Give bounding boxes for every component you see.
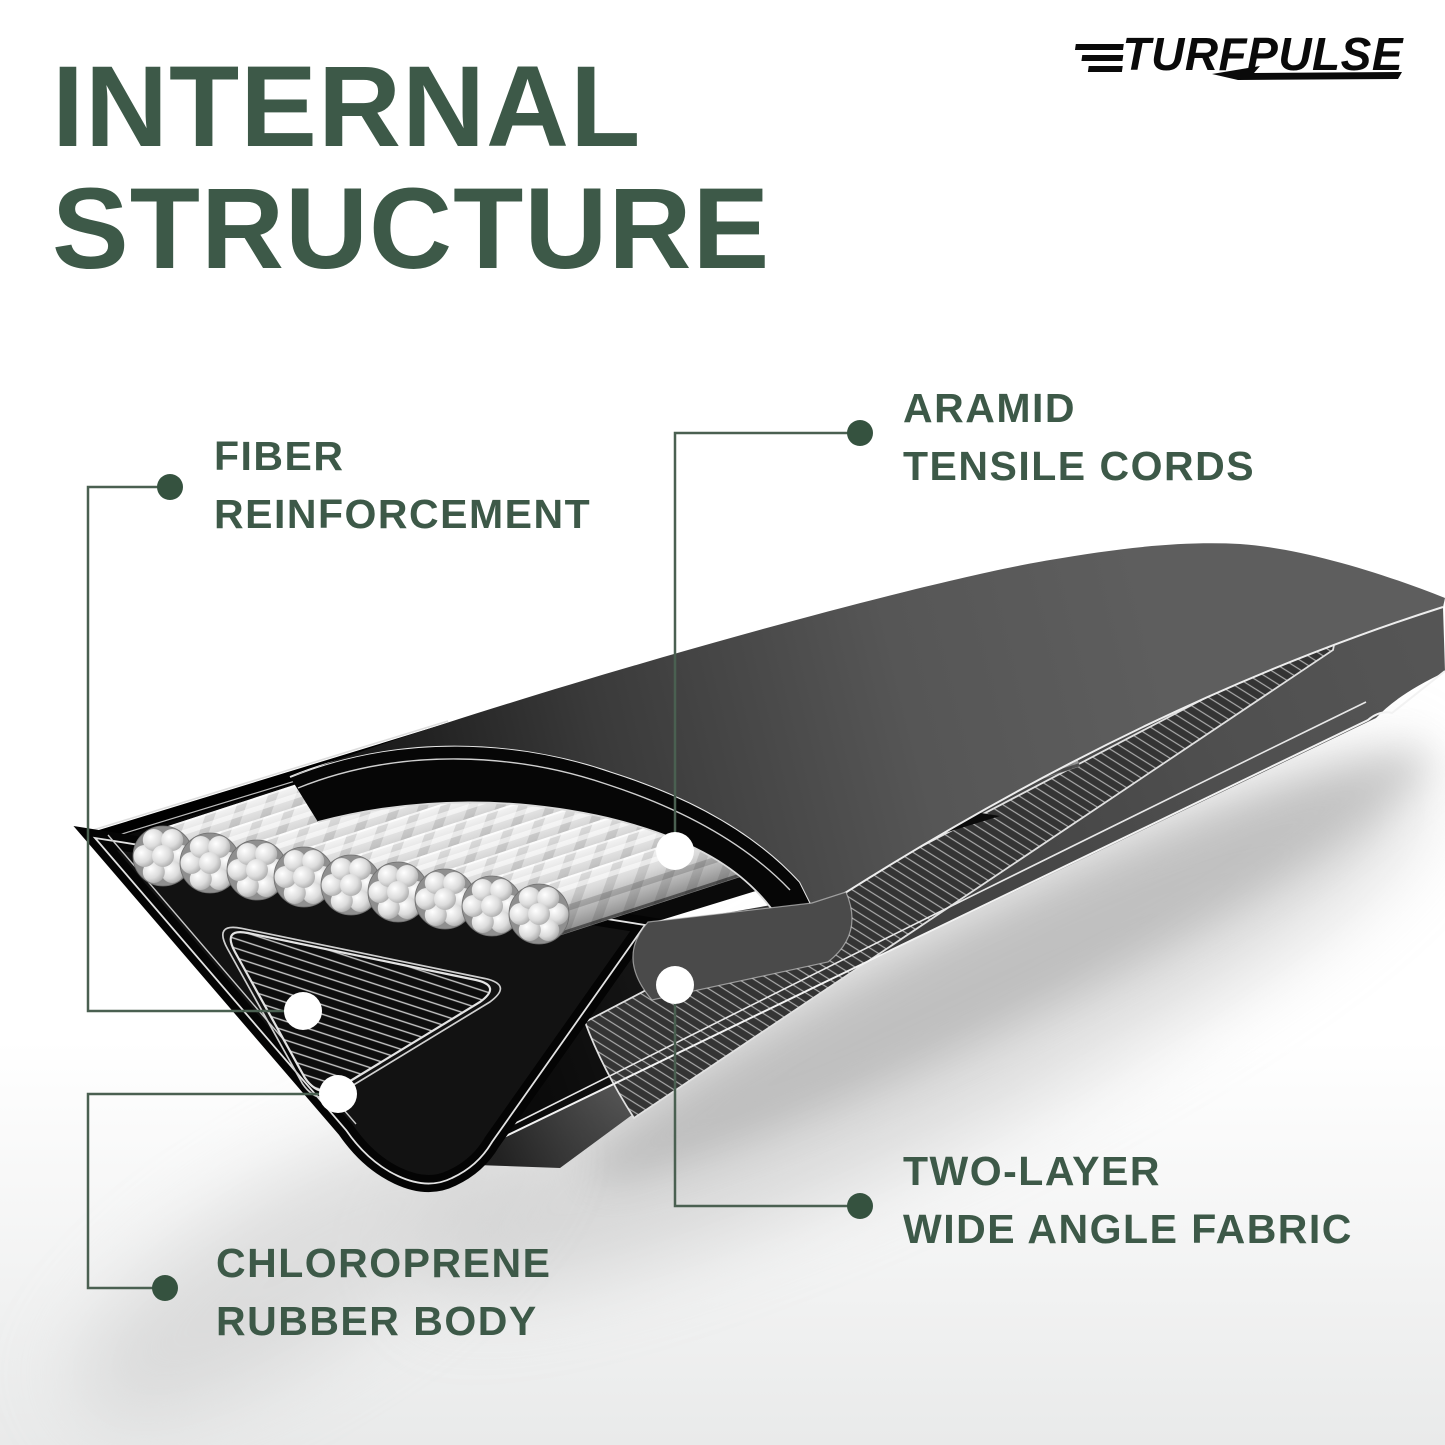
target-dot-chloroprene bbox=[319, 1075, 357, 1113]
label-fiber-line1: FIBER bbox=[214, 433, 345, 479]
label-fiber-line2: REINFORCEMENT bbox=[214, 491, 591, 537]
belt-top-face bbox=[290, 543, 1445, 906]
label-dot-chloroprene bbox=[152, 1275, 178, 1301]
page-title-line1: INTERNAL bbox=[52, 43, 641, 171]
belt-body bbox=[73, 543, 1445, 1192]
callout-line-two-layer bbox=[673, 985, 860, 1208]
callout-target-dots bbox=[284, 832, 694, 1113]
label-chloroprene-line1: CHLOROPRENE bbox=[216, 1240, 551, 1286]
label-aramid-line1: ARAMID bbox=[903, 385, 1076, 431]
brand-logo: TURFPULSE bbox=[1074, 28, 1404, 80]
target-dot-two-layer bbox=[656, 966, 694, 1004]
logo-text: TURFPULSE bbox=[1123, 28, 1404, 80]
label-dot-two-layer bbox=[847, 1193, 873, 1219]
callout-labels: FIBER REINFORCEMENT ARAMID TENSILE CORDS… bbox=[214, 385, 1353, 1344]
cover-band bbox=[289, 744, 813, 919]
page-title-line2: STRUCTURE bbox=[52, 165, 770, 293]
callout-line-fiber bbox=[86, 485, 303, 1013]
target-dot-aramid bbox=[656, 832, 694, 870]
label-dot-aramid bbox=[847, 420, 873, 446]
target-dot-fiber bbox=[284, 992, 322, 1030]
label-aramid-line2: TENSILE CORDS bbox=[903, 443, 1255, 489]
callout-lines bbox=[86, 431, 860, 1290]
label-two-layer-line2: WIDE ANGLE FABRIC bbox=[903, 1206, 1353, 1252]
top-side-edge-line bbox=[844, 606, 1444, 894]
callout-line-chloroprene bbox=[86, 1092, 338, 1290]
belt-bottom-edge-line bbox=[469, 701, 1367, 1147]
logo-speed-lines-icon bbox=[1074, 44, 1124, 72]
label-two-layer-line1: TWO-LAYER bbox=[903, 1148, 1161, 1194]
callout-line-aramid bbox=[673, 431, 860, 851]
callout-label-dots bbox=[152, 420, 873, 1301]
label-dot-fiber bbox=[157, 474, 183, 500]
belt-bottom-silhouette bbox=[447, 670, 1445, 1165]
page-title: INTERNAL STRUCTURE bbox=[52, 43, 770, 293]
logo-swoosh-icon bbox=[1212, 66, 1402, 80]
label-chloroprene-line2: RUBBER BODY bbox=[216, 1298, 538, 1344]
